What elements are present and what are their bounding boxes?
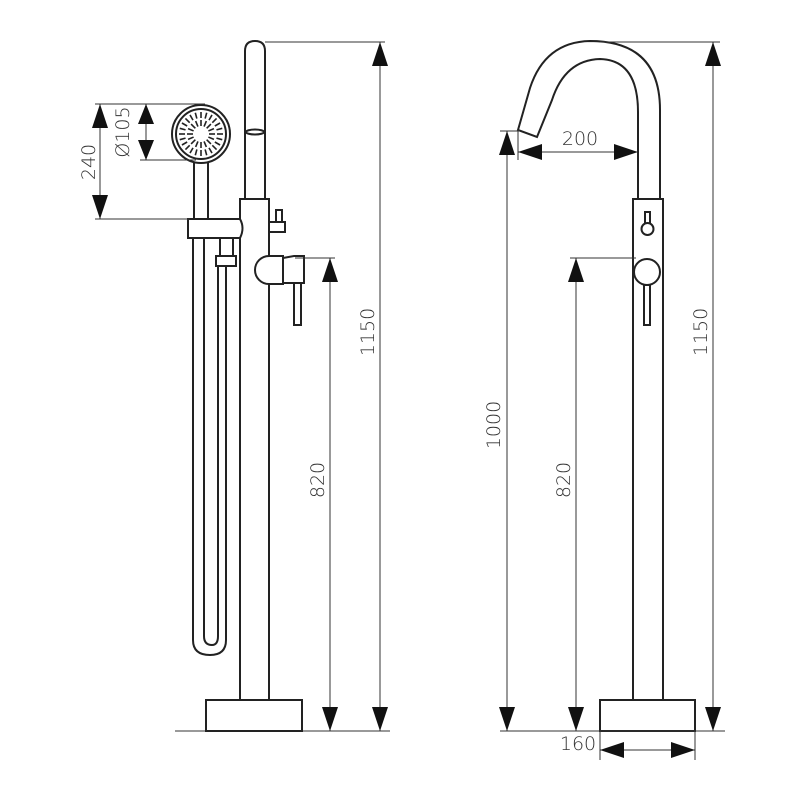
nozzle-mark <box>211 144 218 151</box>
nozzle-mark <box>187 136 194 141</box>
nozzle-mark <box>189 114 194 121</box>
nozzle-mark <box>206 139 212 145</box>
side-dimensions: 240 Ø105 1150 820 <box>78 41 390 732</box>
nozzle-mark <box>208 114 213 121</box>
dim-diameter-105: Ø105 <box>112 106 134 157</box>
nozzle-mark <box>190 139 196 145</box>
nozzle-mark <box>194 141 199 148</box>
mixer-lever <box>293 282 302 326</box>
mixer-lever-block <box>282 255 305 284</box>
dim-240: 240 <box>78 144 100 180</box>
nozzle-mark <box>190 123 196 129</box>
side-base <box>205 699 303 732</box>
nozzle-mark <box>179 137 186 141</box>
mixer-hub <box>254 255 284 285</box>
front-view: 200 1000 820 1150 160 <box>483 39 725 760</box>
front-dimensions: 200 1000 820 1150 160 <box>483 41 725 760</box>
nozzle-mark <box>184 144 191 151</box>
nozzle-mark <box>204 112 208 119</box>
dim-820-front: 820 <box>553 462 575 498</box>
nozzle-mark <box>189 147 194 154</box>
shower-hose <box>192 238 227 657</box>
nozzle-mark <box>179 127 186 131</box>
nozzle-mark <box>194 149 198 156</box>
connector-pipe <box>219 238 234 256</box>
nozzle-mark <box>214 141 221 146</box>
shower-holder <box>187 218 244 239</box>
dim-1150-side: 1150 <box>357 308 379 356</box>
spray-nozzles-icon <box>179 112 223 156</box>
nozzle-mark <box>208 147 213 154</box>
nozzle-mark <box>184 117 191 124</box>
nozzle-mark <box>194 112 198 119</box>
diverter-stem <box>275 209 283 223</box>
dim-160: 160 <box>560 733 596 755</box>
side-view: 240 Ø105 1150 820 <box>78 39 390 732</box>
upper-tube <box>244 39 266 201</box>
hose-connector <box>215 255 237 267</box>
mixer-hub-front <box>633 258 661 286</box>
dim-1150-front: 1150 <box>690 308 712 356</box>
front-base <box>599 699 696 732</box>
nozzle-mark <box>208 127 215 132</box>
nozzle-mark <box>214 122 221 127</box>
diverter-knob <box>268 221 286 233</box>
nozzle-mark <box>181 141 188 146</box>
nozzle-mark <box>203 141 208 148</box>
dim-820-side: 820 <box>307 462 329 498</box>
nozzle-mark <box>181 122 188 127</box>
nozzle-mark <box>216 127 223 131</box>
nozzle-mark <box>187 127 194 132</box>
handshower-handle <box>193 159 209 220</box>
nozzle-mark <box>208 136 215 141</box>
nozzle-mark <box>194 120 199 127</box>
nozzle-mark <box>203 120 208 127</box>
mixer-lever-front <box>643 284 651 326</box>
dim-1000: 1000 <box>483 401 505 449</box>
handshower-face <box>175 108 227 160</box>
nozzle-mark <box>216 137 223 141</box>
diverter-knob-front <box>640 222 655 236</box>
nozzle-mark <box>204 149 208 156</box>
dim-200: 200 <box>562 128 598 150</box>
gooseneck-spout <box>516 39 661 201</box>
nozzle-mark <box>211 117 218 124</box>
tube-band <box>245 128 265 136</box>
nozzle-mark <box>206 123 212 129</box>
